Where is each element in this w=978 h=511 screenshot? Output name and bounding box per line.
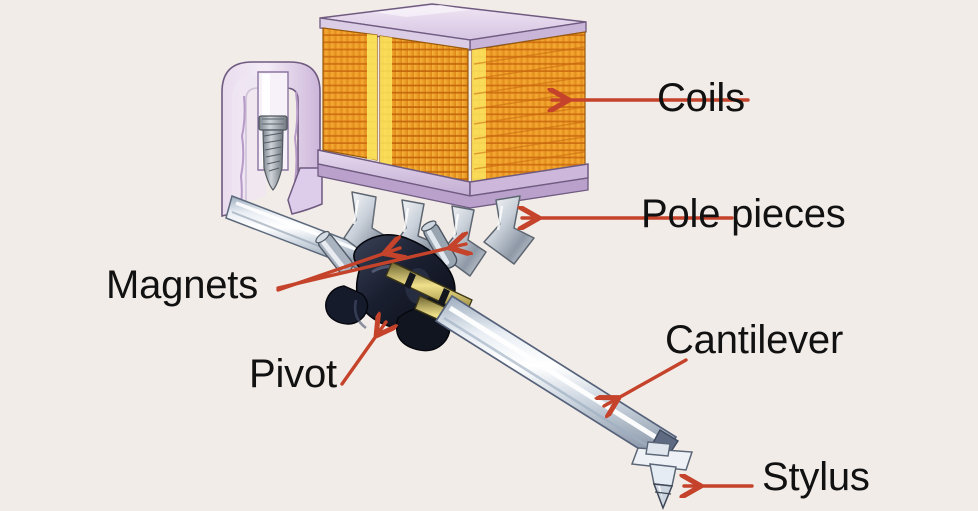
label-pole-pieces: Pole pieces [641,192,846,236]
leader-cantilever [604,358,688,406]
leader-magnets-2 [276,244,466,290]
housing-block [221,61,323,218]
mounting-screw [258,115,288,191]
coil-assembly [317,3,589,209]
label-cantilever: Cantilever [665,318,844,362]
label-coils: Coils [657,76,745,120]
label-pivot: Pivot [249,352,337,396]
label-stylus: Stylus [762,455,870,499]
label-magnets: Magnets [106,263,259,307]
cantilever [434,294,679,464]
leader-pivot [340,322,386,386]
leader-lines [276,100,754,486]
stylus [630,441,694,511]
